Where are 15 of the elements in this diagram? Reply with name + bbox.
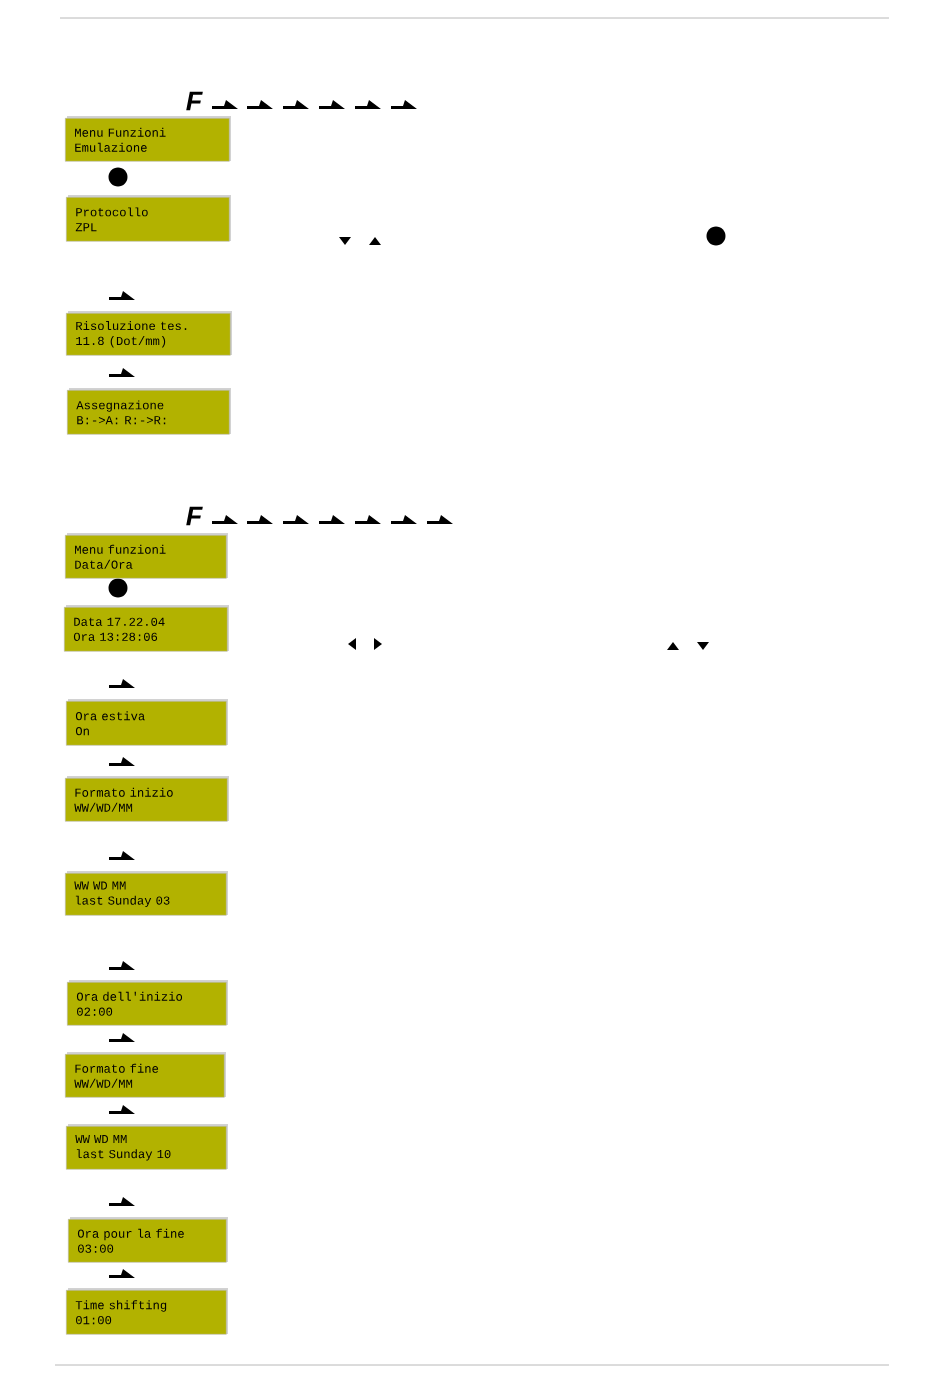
lcd-display: Ora pour la fine 03:00 [68, 1217, 228, 1263]
lcd-display: Menu funzioni Data/Ora [65, 533, 228, 579]
lcd-display: Formato inizio WW/WD/MM [65, 776, 229, 822]
lcd-display: Ora dell'inizio 02:00 [67, 980, 228, 1026]
lcd-display: Protocollo ZPL [66, 195, 231, 242]
lcd-display: Data 17.22.04 Ora 13:28:06 [64, 605, 229, 652]
lcd-display: Time shifting 01:00 [66, 1288, 228, 1335]
lcd-display: Formato fine WW/WD/MM [65, 1052, 226, 1098]
lcd-display: WW WD MM last Sunday 03 [65, 871, 228, 916]
lcd-display: WW WD MM last Sunday 10 [66, 1124, 228, 1170]
function-key-label: F [186, 506, 203, 526]
lcd-display: Menu Funzioni Emulazione [65, 116, 231, 162]
lcd-display: Risoluzione tes. 11.8 (Dot/mm) [66, 311, 232, 356]
lcd-display: Ora estiva On [66, 699, 228, 746]
lcd-display: Assegnazione B:->A: R:->R: [67, 388, 231, 435]
